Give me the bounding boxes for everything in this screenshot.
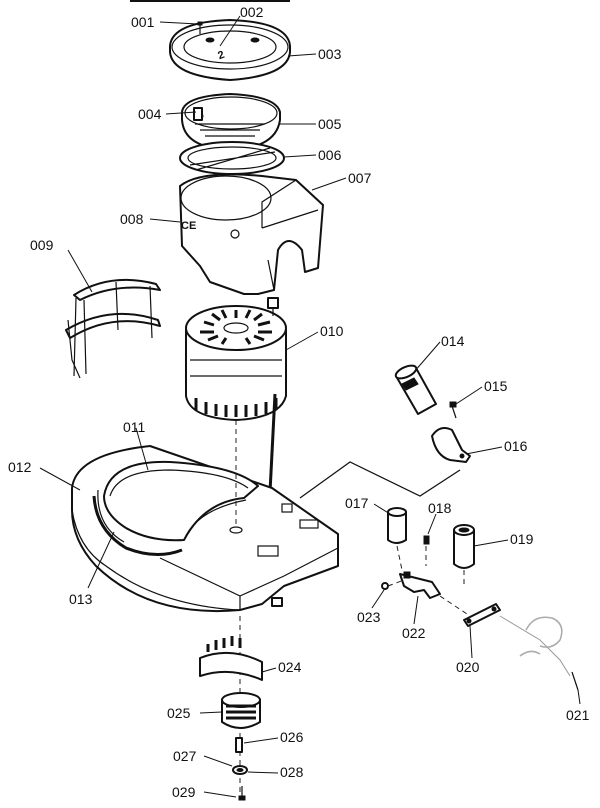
callout-015: 015 bbox=[484, 378, 508, 394]
base-nut bbox=[271, 597, 283, 607]
callout-016: 016 bbox=[504, 438, 528, 454]
callout-004: 004 bbox=[138, 106, 162, 122]
callout-024: 024 bbox=[278, 659, 302, 675]
part-025-pulley bbox=[221, 692, 261, 729]
wiring bbox=[299, 461, 461, 499]
part-006-gasket bbox=[179, 141, 285, 175]
callout-025: 025 bbox=[167, 705, 191, 721]
callout-006: 006 bbox=[318, 147, 342, 163]
part-009-bracket bbox=[65, 278, 161, 379]
callout-010: 010 bbox=[320, 323, 344, 339]
callout-007: 007 bbox=[348, 170, 372, 186]
part-017-relay bbox=[387, 507, 407, 571]
part-018-stud bbox=[423, 535, 430, 566]
part-016-clamp bbox=[431, 427, 471, 463]
callout-022: 022 bbox=[402, 625, 426, 641]
callout-013: 013 bbox=[69, 591, 93, 607]
motor-nut bbox=[267, 297, 279, 316]
part-021-cable bbox=[499, 615, 579, 691]
callout-023: 023 bbox=[357, 609, 381, 625]
callout-020: 020 bbox=[456, 659, 480, 675]
callout-009: 009 bbox=[30, 237, 54, 253]
callout-026: 026 bbox=[280, 729, 304, 745]
callout-027: 027 bbox=[173, 748, 197, 764]
part-007-housing bbox=[179, 173, 324, 295]
part-014-capacitor bbox=[394, 364, 437, 415]
ce-mark: CE bbox=[181, 220, 196, 232]
callout-018: 018 bbox=[428, 500, 452, 516]
callout-011: 011 bbox=[123, 419, 146, 435]
part-003-lid bbox=[169, 19, 291, 81]
part-024-belt-piece bbox=[199, 636, 263, 681]
callout-labels: 001 002 003 004 005 006 007 008 009 010 … bbox=[8, 4, 590, 800]
lid-glyph: 2 bbox=[216, 49, 226, 62]
callout-002: 002 bbox=[240, 4, 264, 20]
leader-lines bbox=[39, 15, 581, 798]
part-013-belt bbox=[92, 489, 183, 556]
part-020-plate bbox=[439, 595, 501, 627]
tie-rod bbox=[268, 393, 277, 493]
callout-003: 003 bbox=[318, 46, 342, 62]
callout-001: 001 bbox=[131, 14, 155, 30]
callout-005: 005 bbox=[318, 116, 342, 132]
part-010-motor bbox=[185, 305, 287, 421]
part-026-pin bbox=[235, 737, 243, 753]
part-019-capacitor bbox=[453, 524, 475, 588]
callout-017: 017 bbox=[345, 495, 369, 511]
part-027-028-washer bbox=[232, 765, 248, 775]
callout-021: 021 bbox=[566, 707, 590, 723]
part-022-bracket bbox=[399, 571, 441, 599]
callout-019: 019 bbox=[510, 531, 534, 547]
part-011-plate bbox=[103, 460, 259, 542]
part-015-screw bbox=[449, 401, 457, 419]
callout-028: 028 bbox=[280, 764, 304, 780]
callout-029: 029 bbox=[172, 784, 196, 800]
callout-014: 014 bbox=[441, 333, 465, 349]
callout-008: 008 bbox=[120, 211, 144, 227]
part-029-screw bbox=[238, 786, 246, 801]
part-023-screw bbox=[381, 579, 405, 590]
part-004-clip bbox=[193, 107, 203, 121]
callout-012: 012 bbox=[8, 459, 32, 475]
